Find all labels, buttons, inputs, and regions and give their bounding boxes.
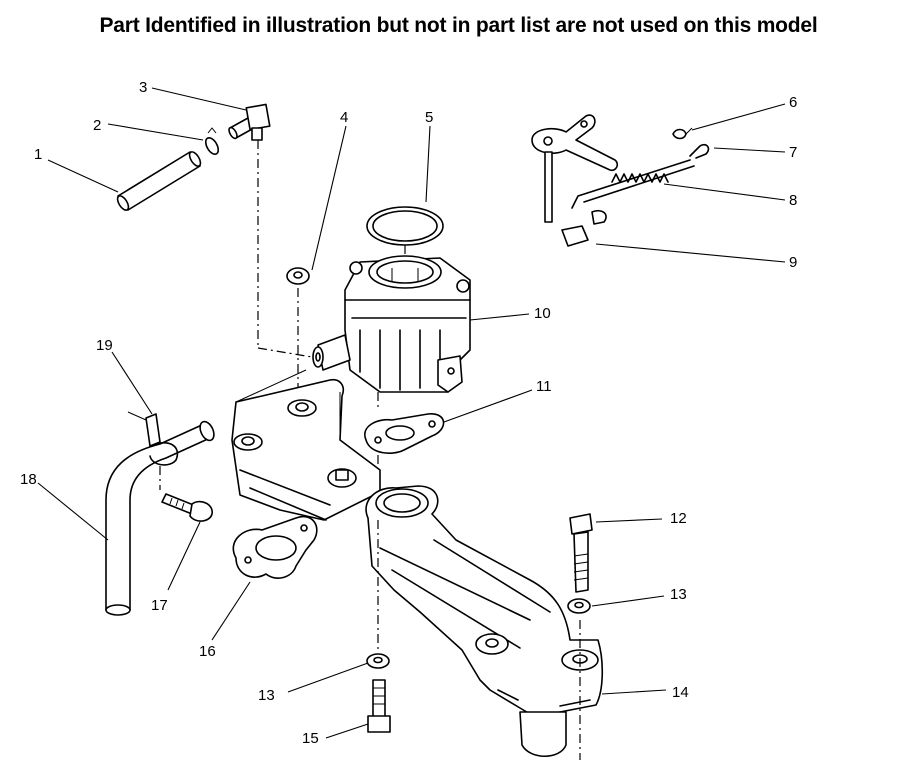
callout-17: 17 (151, 597, 168, 614)
callout-13-lower: 13 (258, 687, 275, 704)
callout-11: 11 (536, 378, 552, 395)
part-11-gasket (364, 413, 445, 454)
part-4-washer (286, 267, 310, 285)
callout-16: 16 (199, 643, 216, 660)
callout-10: 10 (534, 305, 551, 322)
leader-lines (37, 87, 786, 739)
part-14-intake-manifold (231, 378, 604, 758)
part-13-washer-right (567, 598, 591, 614)
callout-12: 12 (670, 510, 687, 527)
part-13-washer-lower (366, 653, 390, 669)
part-17-bolt (161, 493, 213, 522)
part-18-bent-tube (105, 420, 215, 616)
callout-6: 6 (789, 94, 797, 111)
callout-15: 15 (302, 730, 319, 747)
callout-7: 7 (789, 144, 797, 161)
callout-2: 2 (93, 117, 101, 134)
callout-9: 9 (789, 254, 797, 271)
part-15-bolt (367, 679, 391, 733)
part-16-gasket (232, 515, 318, 579)
callout-3: 3 (139, 79, 147, 96)
callout-4: 4 (340, 109, 348, 126)
callout-1: 1 (34, 146, 42, 163)
callout-5: 5 (425, 109, 433, 126)
part-2-clamp (204, 127, 220, 155)
manifold-to-fitting-line (235, 369, 307, 403)
throttle-arm (531, 114, 618, 223)
callout-18: 18 (20, 471, 37, 488)
callout-13-right: 13 (670, 586, 687, 603)
part-1-hose (116, 151, 202, 211)
part-19-clamp (127, 411, 179, 466)
part-12-bolt (569, 513, 593, 593)
callout-labels: 1 2 3 4 5 6 7 8 9 10 11 12 13 13 14 15 1… (20, 79, 797, 747)
part-8-spring-rod (571, 159, 695, 209)
part-3-elbow-fitting (228, 103, 271, 141)
part-10-carburetor (312, 255, 471, 393)
callout-14: 14 (672, 684, 689, 701)
part-7-spring-end (689, 143, 710, 159)
part-5-gasket-ring (366, 206, 444, 246)
diagram-title: Part Identified in illustration but not … (99, 14, 818, 37)
part-6-clip (672, 127, 693, 140)
callout-19: 19 (96, 337, 113, 354)
part-3-center-line-bend (257, 347, 319, 359)
callout-8: 8 (789, 192, 797, 209)
part-9-wing-nut (561, 209, 607, 247)
